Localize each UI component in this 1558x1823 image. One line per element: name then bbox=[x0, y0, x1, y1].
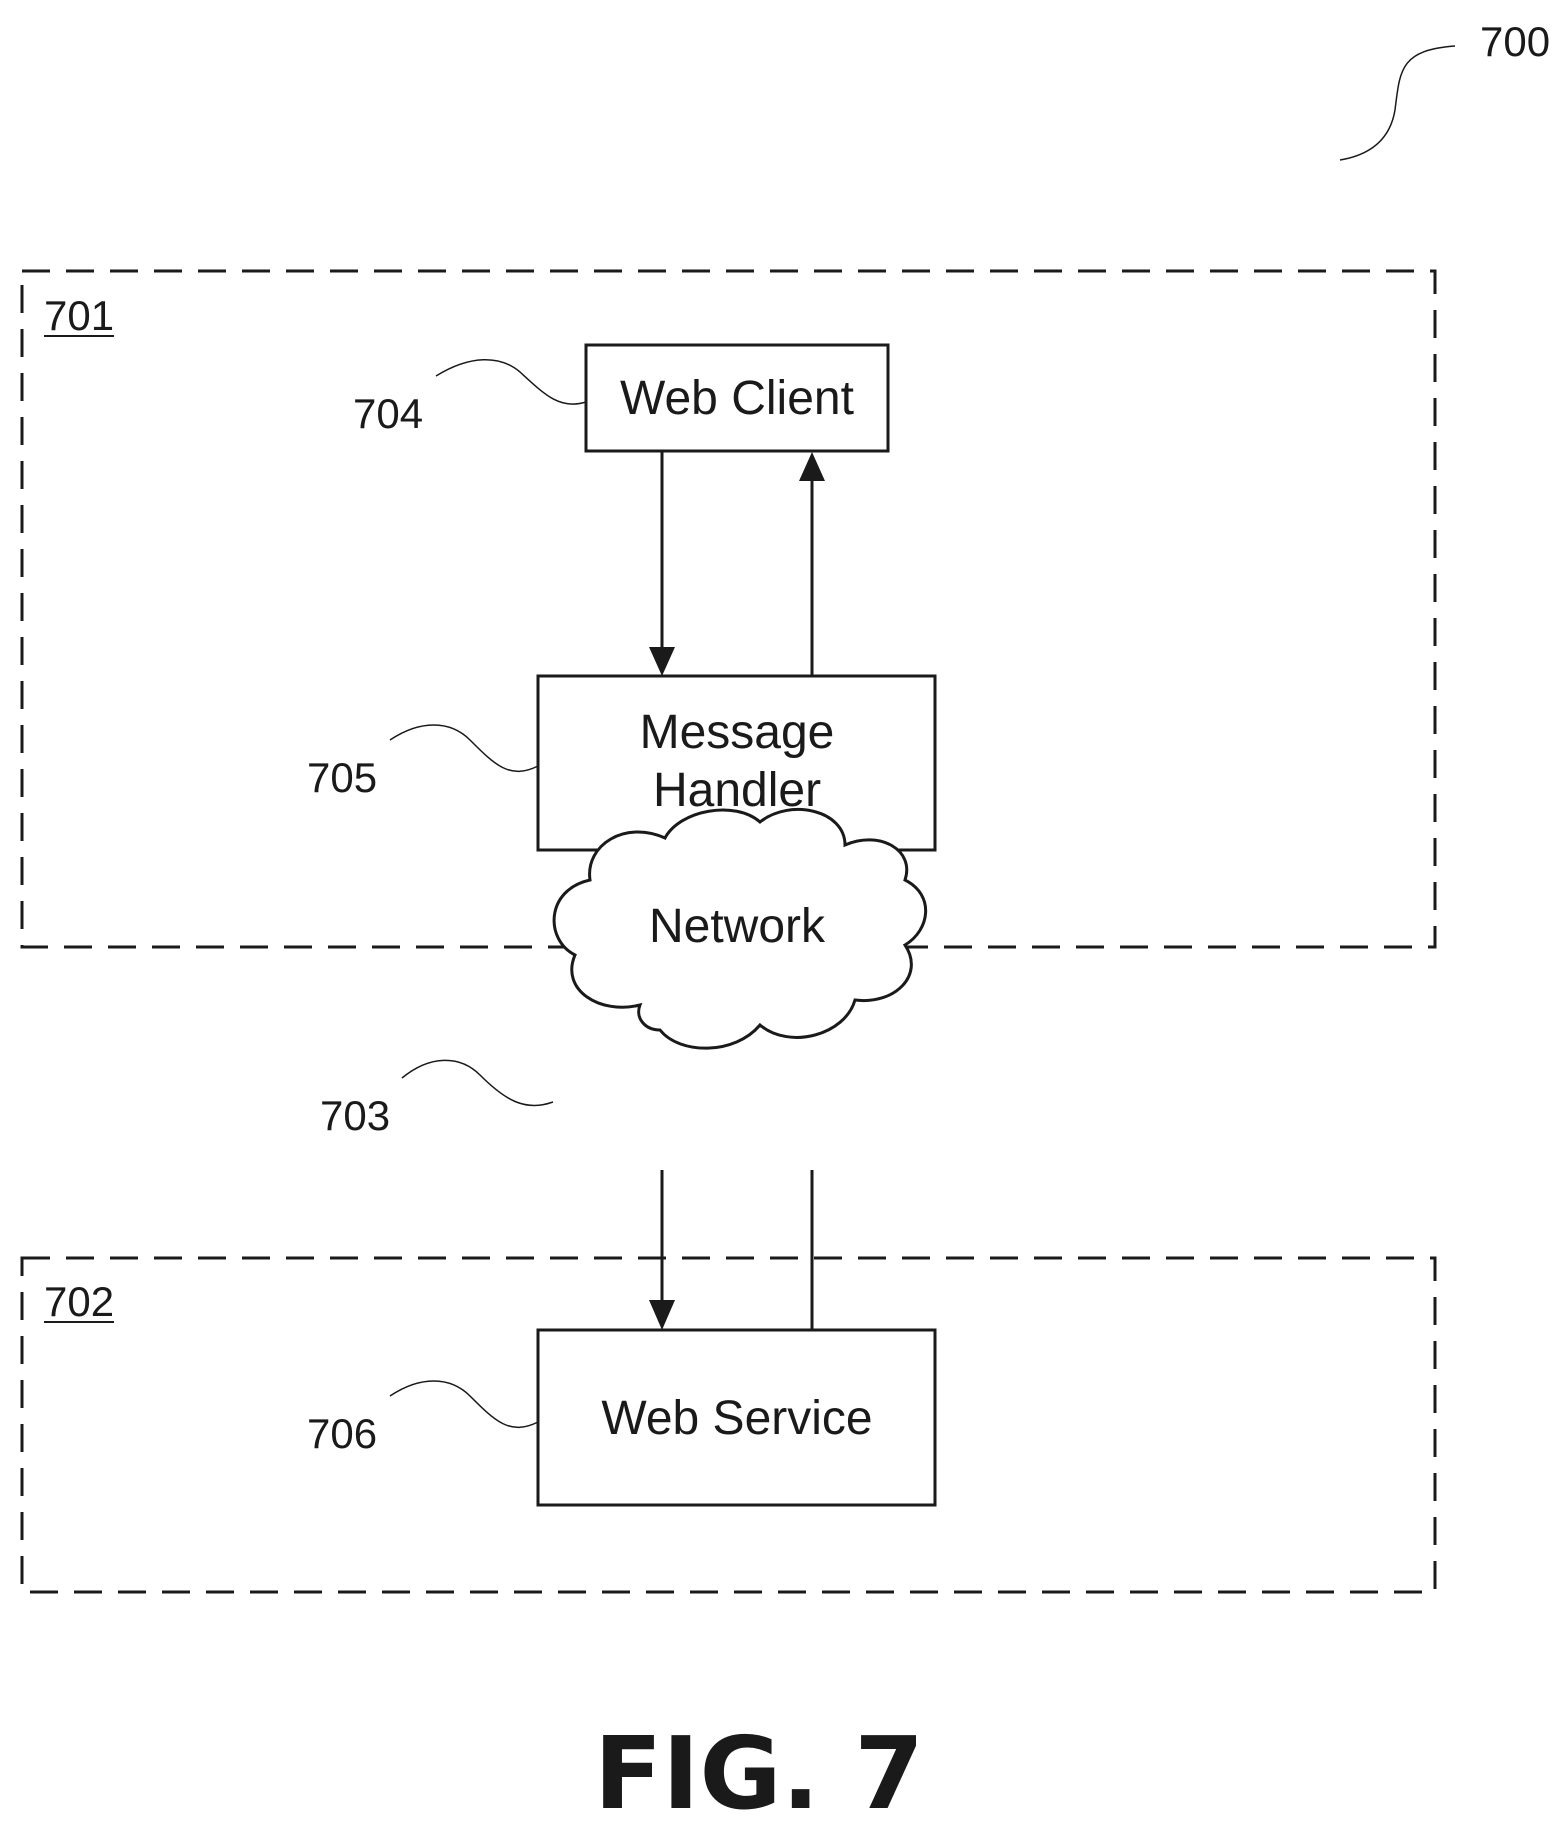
web-client-ref: 704 bbox=[353, 390, 423, 437]
arrow-network-to-service-head bbox=[649, 1300, 675, 1330]
region-702-ref: 702 bbox=[44, 1278, 114, 1325]
message-handler-label-line1: Message bbox=[640, 706, 835, 759]
web-service-ref: 706 bbox=[307, 1410, 377, 1457]
web-service-ref-leader bbox=[390, 1381, 538, 1427]
web-service-label: Web Service bbox=[601, 1392, 872, 1445]
figure-caption: FIG. 7 bbox=[594, 1715, 924, 1823]
network-ref-leader bbox=[402, 1060, 553, 1105]
region-701-ref: 701 bbox=[44, 292, 114, 339]
web-client-label: Web Client bbox=[620, 372, 854, 425]
arrow-handler-to-client-head bbox=[799, 452, 825, 481]
message-handler-ref: 705 bbox=[307, 754, 377, 801]
web-client-ref-leader bbox=[436, 360, 586, 404]
message-handler-ref-leader bbox=[390, 725, 538, 771]
arrow-client-to-handler-head bbox=[649, 647, 675, 676]
figure-ref-number: 700 bbox=[1480, 18, 1550, 65]
network-ref: 703 bbox=[320, 1092, 390, 1139]
figure-ref-leader bbox=[1340, 46, 1455, 160]
network-label: Network bbox=[649, 900, 826, 953]
